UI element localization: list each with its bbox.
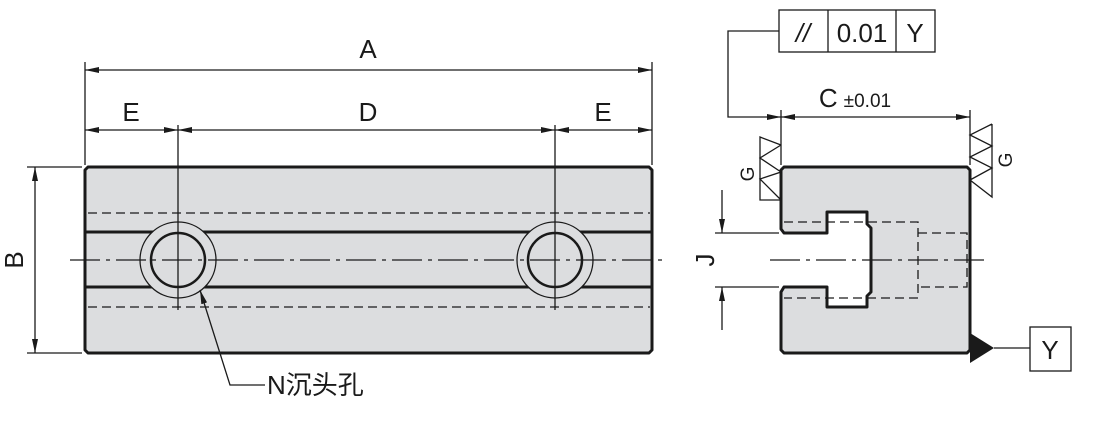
datum-y: Y — [970, 326, 1072, 372]
surface-finish-left: G — [738, 136, 783, 201]
label-e-left: E — [122, 97, 139, 127]
side-view: J C±0.01 // 0.01 Y G G — [690, 9, 1072, 372]
surface-finish-right: G — [968, 123, 1017, 199]
front-view: A E D E B N沉头孔 — [0, 34, 668, 400]
parallelism-symbol: // — [794, 18, 813, 48]
c-tolerance: ±0.01 — [844, 91, 891, 112]
tolerance-frame: // 0.01 Y — [778, 9, 936, 53]
label-d: D — [359, 97, 378, 127]
hole-note: N沉头孔 — [267, 370, 364, 400]
label-a: A — [359, 34, 377, 64]
label-b: B — [0, 251, 29, 268]
tolerance-value: 0.01 — [837, 18, 888, 48]
label-c: C±0.01 — [819, 83, 891, 113]
label-j: J — [690, 254, 720, 267]
label-g-right: G — [996, 153, 1017, 168]
datum-label: Y — [1041, 335, 1058, 365]
fcf-leader — [727, 30, 781, 120]
hole-leader — [199, 289, 240, 386]
label-e-right: E — [594, 97, 611, 127]
label-g-left: G — [738, 167, 759, 182]
tolerance-datum: Y — [906, 18, 923, 48]
